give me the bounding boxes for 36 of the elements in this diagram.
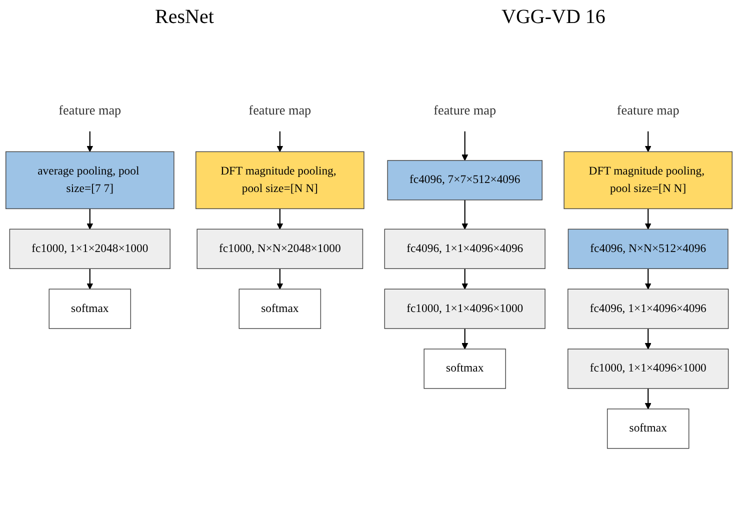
arrow: [644, 208, 652, 230]
arrow: [462, 200, 468, 230]
node-text: feature map: [58, 102, 122, 118]
arrow: [644, 388, 652, 410]
node-box: fc1000, 1×1×4096×1000: [568, 348, 729, 389]
node-box: fc1000, N×N×2048×1000: [196, 228, 364, 269]
arrow: [86, 268, 94, 290]
node-box: fc4096, 1×1×4096×4096: [568, 288, 729, 329]
column-heading: ResNet: [154, 6, 215, 28]
arrow: [644, 131, 652, 152]
node-box: DFT magnitude pooling, pool size=[N N]: [196, 151, 364, 210]
node-box: softmax: [48, 288, 132, 329]
node-box: DFT magnitude pooling, pool size=[N N]: [564, 151, 733, 210]
column-heading: VGG-VD 16: [500, 6, 606, 28]
node-box: fc1000, 1×1×2048×1000: [9, 228, 170, 269]
node-text: feature map: [434, 102, 496, 118]
arrow: [462, 328, 468, 350]
node-box: softmax: [238, 288, 322, 329]
arrow: [644, 328, 652, 350]
node-box: softmax: [606, 408, 690, 449]
arrow: [86, 208, 94, 230]
arrow: [462, 131, 468, 161]
arrow: [644, 268, 652, 290]
node-box: softmax: [424, 348, 506, 389]
arrow: [276, 131, 284, 152]
node-text: feature map: [616, 102, 680, 118]
node-box: fc4096, 1×1×4096×4096: [384, 228, 546, 269]
arrow: [276, 208, 284, 230]
node-box: fc4096, N×N×512×4096: [568, 228, 728, 269]
node-text: feature map: [248, 102, 312, 118]
node-box: fc1000, 1×1×4096×1000: [384, 288, 546, 329]
node-box: fc4096, 7×7×512×4096: [387, 160, 542, 200]
arrow: [462, 268, 468, 290]
arrow: [276, 268, 284, 290]
node-box: average pooling, pool size=[7 7]: [5, 151, 174, 210]
arrow: [86, 131, 94, 152]
